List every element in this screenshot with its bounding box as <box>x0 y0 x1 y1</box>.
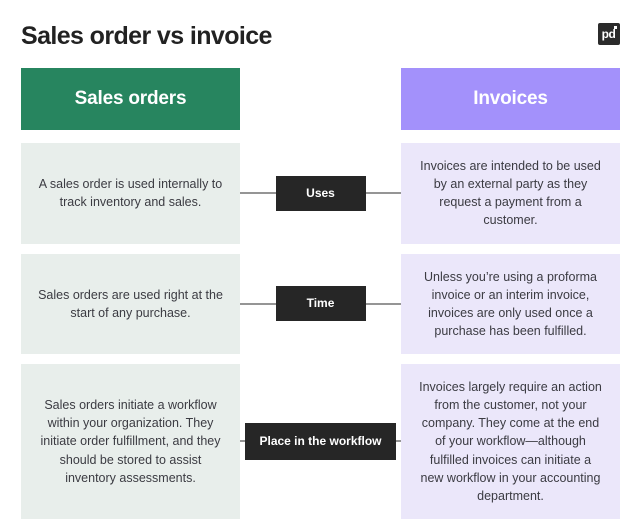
page-header: Sales order vs invoice pd <box>0 0 640 68</box>
row-label-time: Time <box>275 286 366 322</box>
connector-cell-time: Time <box>240 254 401 355</box>
table-row: Sales orders initiate a workflow within … <box>21 364 620 519</box>
cell-right-place-in-the-workflow: Invoices largely require an action from … <box>401 364 620 519</box>
cell-right-uses: Invoices are intended to be used by an e… <box>401 143 620 244</box>
column-header-sales-orders: Sales orders <box>21 68 240 130</box>
cell-left-time: Sales orders are used right at the start… <box>21 253 240 354</box>
logo-text: pd <box>601 27 616 41</box>
cell-left-place-in-the-workflow: Sales orders initiate a workflow within … <box>21 364 240 519</box>
connector-cell-uses: Uses <box>240 143 401 244</box>
table-row: A sales order is used internally to trac… <box>21 143 620 244</box>
page-title: Sales order vs invoice <box>21 21 272 50</box>
logo-dot <box>614 26 617 29</box>
row-divider <box>21 130 620 143</box>
column-header-invoices: Invoices <box>401 68 620 130</box>
row-label-place-in-the-workflow: Place in the workflow <box>245 422 396 460</box>
header-spacer <box>240 68 401 130</box>
connector-cell-place-in-the-workflow: Place in the workflow <box>240 364 401 519</box>
row-divider <box>21 354 620 364</box>
comparison-header-row: Sales orders Invoices <box>21 68 620 130</box>
cell-right-time: Unless you’re using a proforma invoice o… <box>401 253 620 354</box>
row-divider <box>21 244 620 254</box>
row-label-uses: Uses <box>275 175 366 211</box>
comparison-table: Sales orders Invoices A sales order is u… <box>21 68 620 519</box>
table-row: Sales orders are used right at the start… <box>21 253 620 355</box>
cell-left-uses: A sales order is used internally to trac… <box>21 143 240 244</box>
pandadoc-logo-icon: pd <box>598 23 620 45</box>
